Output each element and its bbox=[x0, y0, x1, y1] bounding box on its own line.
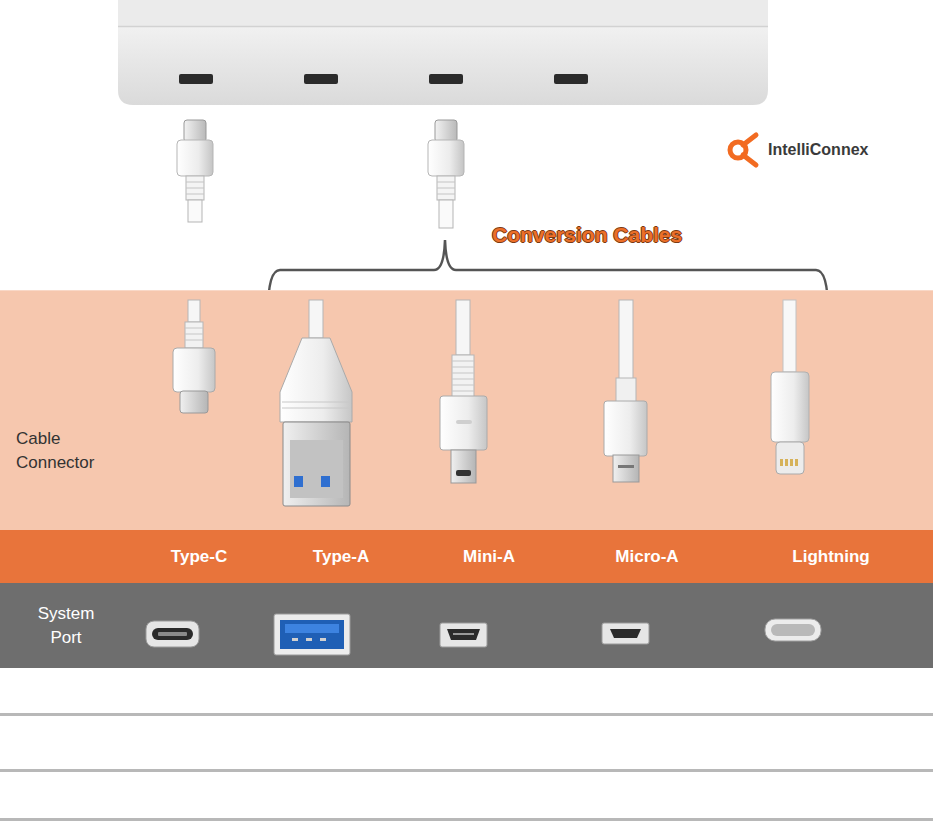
type-label: Type-C bbox=[171, 545, 227, 569]
system-port-band: System Port bbox=[0, 583, 933, 668]
logo-icon bbox=[722, 130, 766, 170]
row-label: Cable Connector bbox=[16, 427, 126, 475]
cable-connector-band: Cable Connector bbox=[0, 290, 933, 530]
connector-type-band: Type-C Type-A Mini-A Micro-A Lightning bbox=[0, 530, 933, 583]
row-label: System Port bbox=[20, 602, 112, 650]
group-heading: Conversion Cables bbox=[492, 223, 682, 247]
type-label: Type-A bbox=[313, 545, 369, 569]
type-label: Mini-A bbox=[463, 545, 515, 569]
type-label: Lightning bbox=[792, 545, 869, 569]
system-ports-illustration bbox=[0, 583, 933, 668]
brand-name: IntelliConnex bbox=[768, 139, 868, 161]
type-label: Micro-A bbox=[615, 545, 678, 569]
cable-connectors-illustration bbox=[0, 290, 933, 530]
brand-logo: IntelliConnex bbox=[722, 130, 878, 170]
